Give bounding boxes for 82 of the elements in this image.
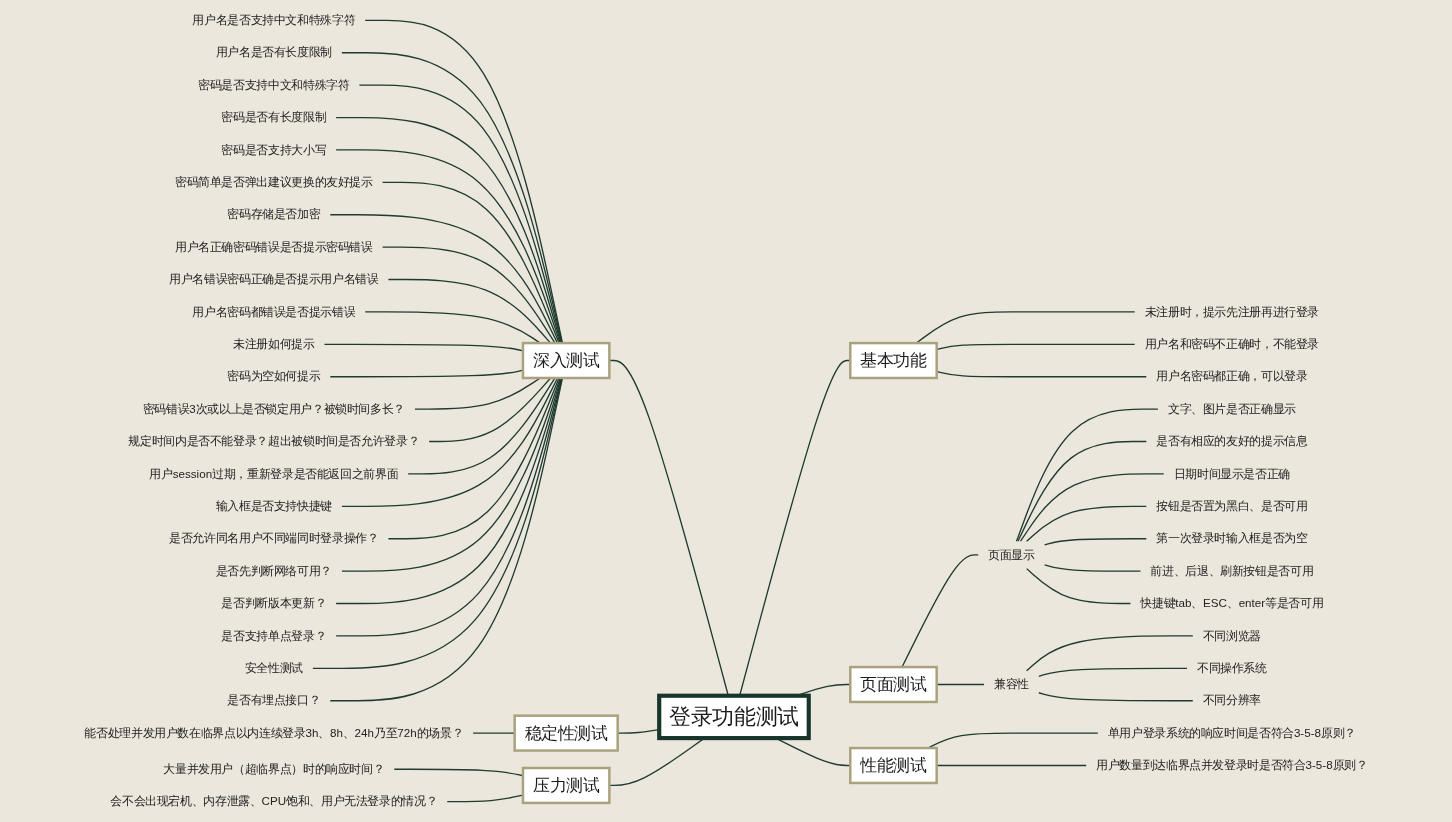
connector [364,311,541,344]
node-text: 日期时间显示是否正确 [1173,466,1291,481]
node-text: 密码是否支持中文和特殊字符 [198,78,350,92]
node-text: 密码错误3次或以上是否锁定用户？被锁时间多长？ [142,402,405,416]
node-text: 是否支持单点登录？ [221,628,327,643]
connector [387,377,560,540]
connector [1026,635,1194,672]
node-text: 是否判断版本更新？ [221,596,327,610]
connector [915,311,1136,344]
node-text: 不同浏览器 [1202,628,1261,643]
connector [936,764,1087,767]
node-text: 大量并发用户（超临界点）时的响应时间？ [163,762,385,776]
node-text: 密码是否有长度限制 [221,110,327,124]
node-box: 深入测试 [521,341,611,380]
node-text: 规定时间内是否不能登录？超出被锁时间是否允许登录？ [128,434,420,448]
connector [341,52,563,344]
node-text: 能否处理并发用户数在临界点以内连续登录3h、8h、24h乃至72h的场景？ [84,726,464,740]
connector [428,377,552,443]
connector [1038,692,1194,702]
connector [329,214,559,344]
node-box: 基本功能 [849,341,938,380]
node-text: 密码是否支持大小写 [221,142,327,157]
node-text: 未注册如何提示 [233,337,315,351]
connector [1038,667,1188,677]
connector [381,181,560,344]
node-text: 用户名错误密码正确是否提示用户名错误 [169,272,379,286]
node-text: 不同分辨率 [1202,693,1261,707]
node-text: 是否先判断网络可用？ [215,564,332,578]
node-box: 登录功能测试 [657,693,811,741]
connector [936,370,1147,378]
node-text: 用户名和密码不正确时，不能登录 [1144,337,1320,351]
connector [407,377,556,475]
node-text: 按钮是否置为黑白、是否可用 [1156,499,1308,513]
connector [901,554,979,668]
connector [1044,538,1147,546]
connector [1044,564,1142,572]
node-text: 用户数量到达临界点并发登录时是否符合3-5-8原则？ [1096,758,1368,772]
node-text: 用户名密码都正确，可以登录 [1156,369,1308,383]
node-box: 压力测试 [521,766,611,805]
connector [387,278,552,344]
node-text: 用户session过期，重新登录是否能返回之前界面 [149,466,399,481]
node-text: 是否有相应的友好的提示信息 [1156,434,1308,448]
connector [414,377,541,410]
node-text: 安全性测试 [244,661,303,675]
connector [1015,408,1159,542]
connector [358,84,563,344]
node-text: 输入框是否支持快捷键 [215,499,332,513]
node-text: 兼容性 [993,677,1029,691]
node-text: 前进、后退、刷新按钮是否可用 [1150,564,1314,578]
node-text: 文字、图片是否正确显示 [1167,402,1296,416]
node-text: 会不会出现宕机、内存泄露、CPU饱和、用户无法登录的情况？ [110,794,438,808]
connector [312,377,563,669]
node-text: 用户名是否支持中文和特殊字符 [192,13,356,27]
connector [927,732,1099,749]
connector [341,377,561,572]
connector [329,377,564,702]
node-text: 密码为空如何提示 [227,369,321,383]
node-text: 用户名是否有长度限制 [215,45,332,59]
node-text: 不同操作系统 [1196,661,1267,675]
connector [1026,567,1132,605]
connector [936,683,985,686]
node-text: 是否允许同名用户不同端同时登录操作？ [169,531,379,545]
connector [1019,473,1165,542]
node-text: 密码简单是否弹出建议更换的友好提示 [174,175,373,189]
node-text: 是否有埋点接口？ [227,693,321,707]
node-text: 第一次登录时输入框是否为空 [1156,531,1308,545]
connector [364,19,564,344]
node-text: 未注册时，提示先注册再进行登录 [1144,304,1320,319]
node-box: 性能测试 [849,746,938,785]
connector [381,246,556,344]
connector [341,377,559,507]
node-text: 页面显示 [988,547,1035,562]
node-text: 密码存储是否加密 [227,207,321,221]
node-text: 单用户登录系统的响应时间是否符合3-5-8原则？ [1107,726,1356,740]
node-text: 用户名正确密码错误是否提示密码错误 [174,240,373,254]
connector [936,343,1136,351]
connector [1026,505,1147,542]
node-box: 稳定性测试 [513,714,619,752]
connector [1017,440,1147,542]
node-text: 用户名密码都错误是否提示错误 [192,304,356,319]
node-box: 页面测试 [849,665,938,704]
node-text: 快捷键tab、ESC、enter等是否可用 [1140,596,1324,610]
